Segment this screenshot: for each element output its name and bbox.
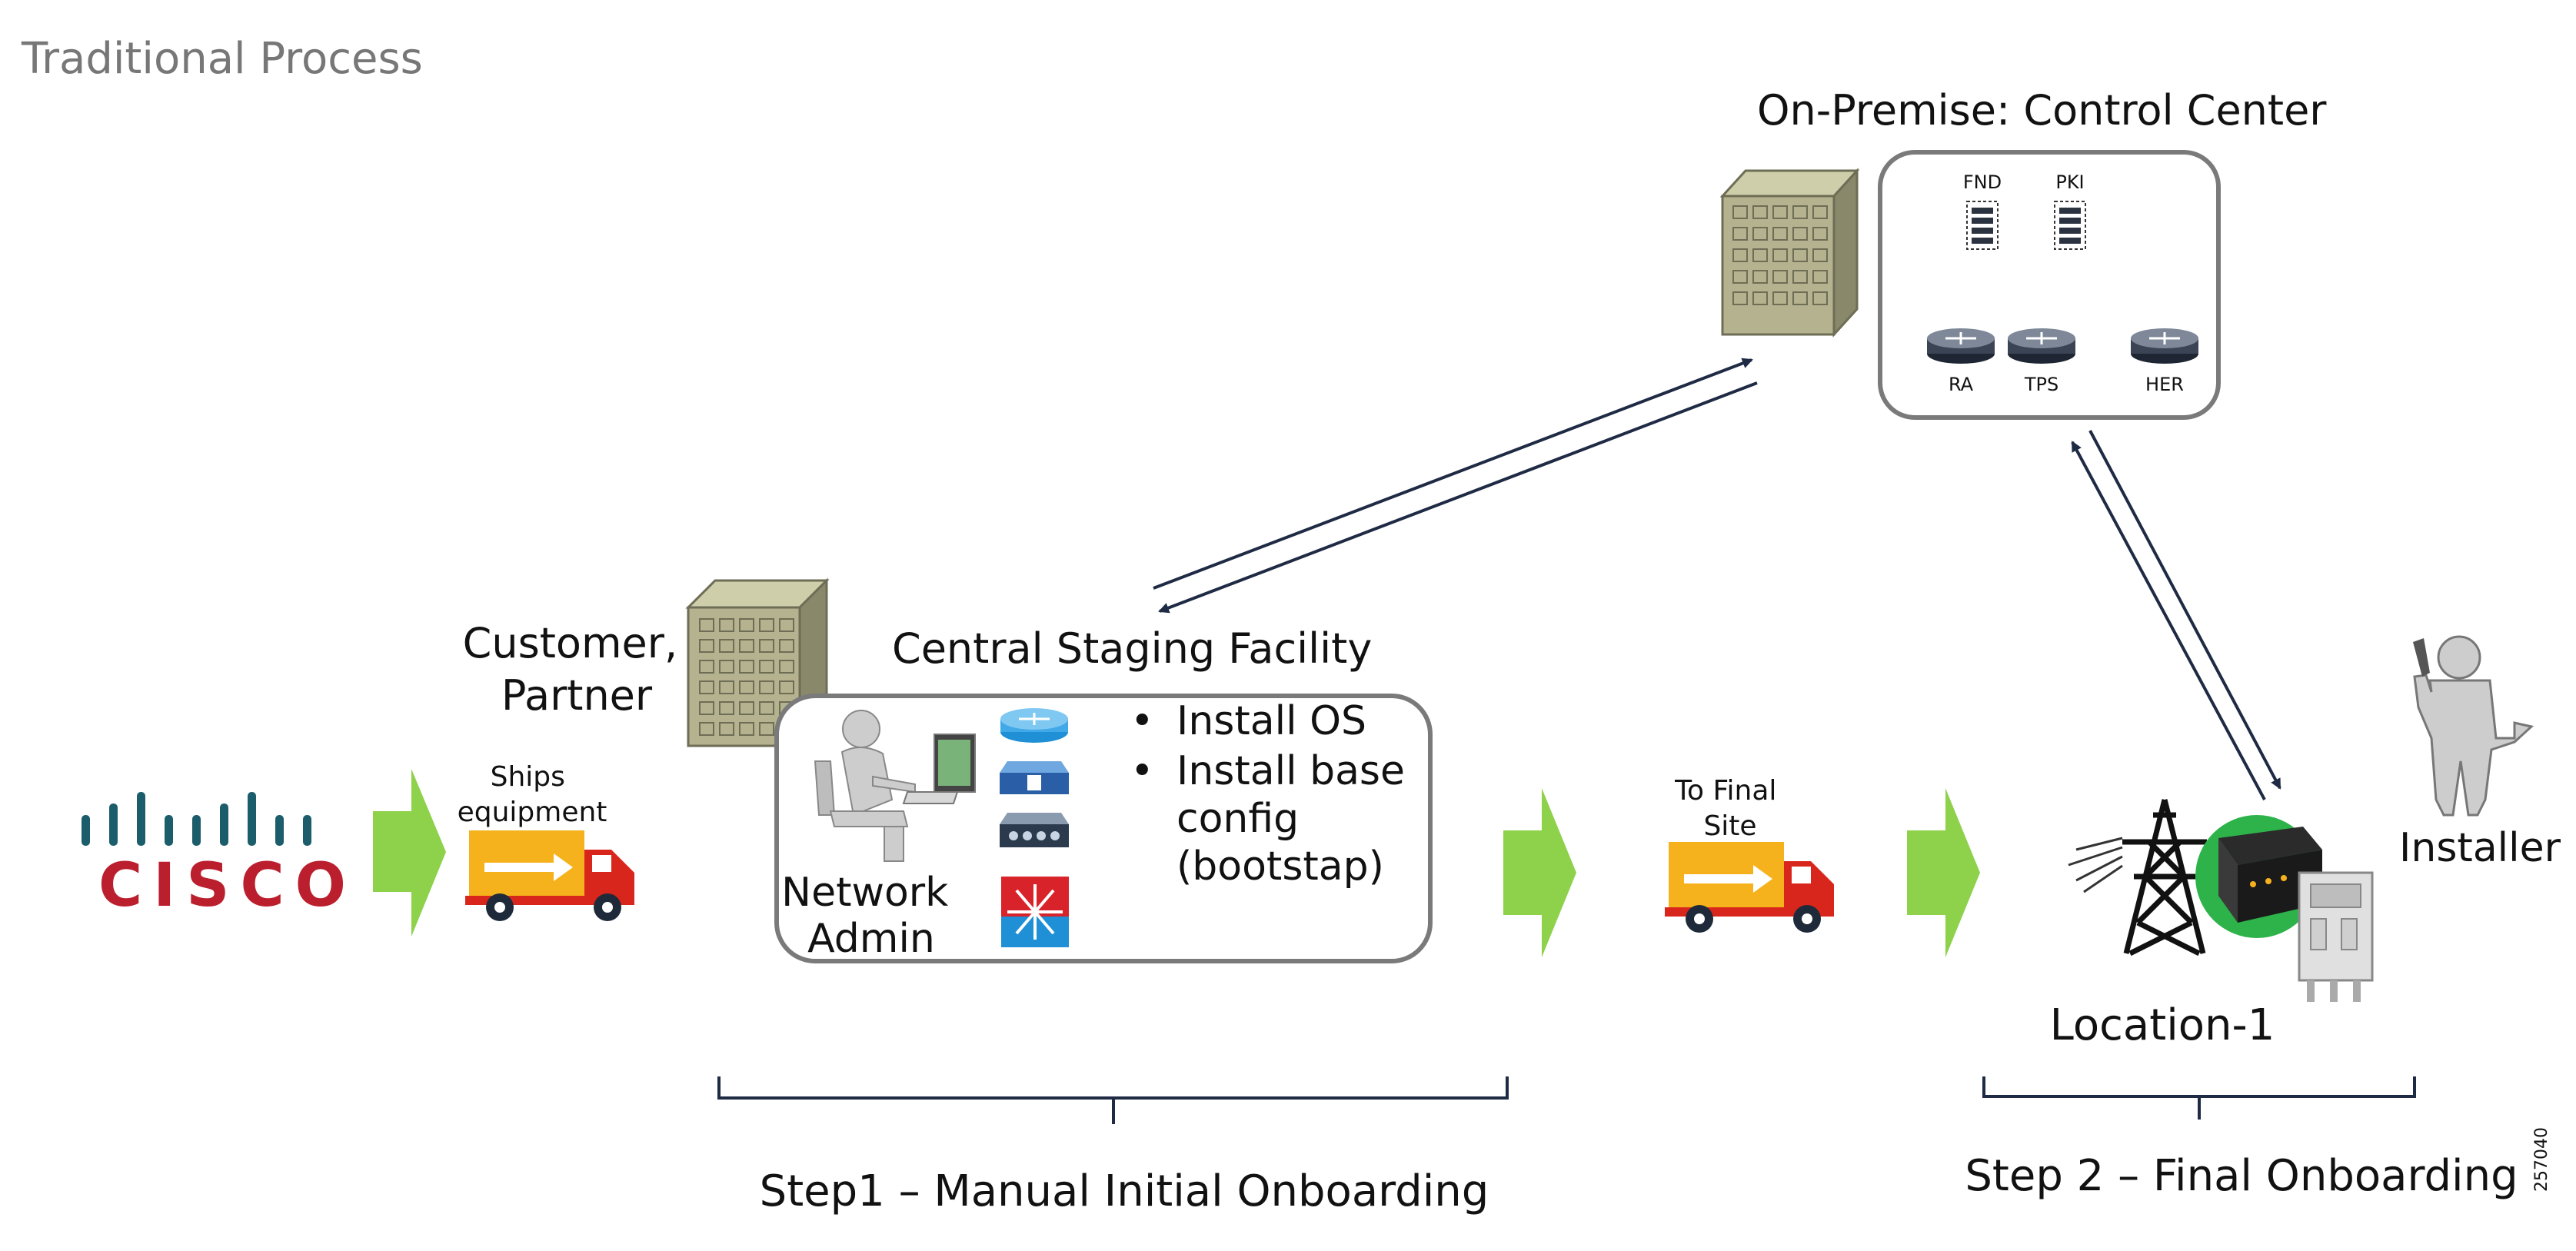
meter-device-icon [2298, 871, 2374, 1002]
ra-router-icon [1927, 328, 1995, 364]
ra-label: RA [1949, 374, 1974, 395]
to-final-site-label: To Final Site [1674, 775, 1786, 842]
her-label: HER [2145, 374, 2184, 395]
task-bullet-1: • [1130, 698, 1154, 744]
security-appliance-icon [1000, 813, 1069, 847]
connector-from-location [2071, 441, 2266, 800]
final-site-line-2: Site [1703, 810, 1756, 842]
tps-router-icon [2008, 328, 2075, 364]
firewall-device-icon [1000, 761, 1069, 794]
staging-facility-title: Central Staging Facility [892, 624, 1372, 673]
tps-label: TPS [2024, 374, 2058, 395]
truck-icon [465, 830, 634, 921]
control-center-title: On-Premise: Control Center [1757, 86, 2327, 135]
installer-person-icon [2413, 635, 2534, 817]
step2-brace [1982, 1076, 2416, 1120]
signal-lines-icon [2068, 837, 2123, 893]
staging-tasks-list: • Install OS • Install base config (boot… [1130, 698, 1418, 890]
her-router-icon [2131, 328, 2198, 364]
task-install-base: Install base [1177, 748, 1405, 794]
flow-arrow-3 [1907, 788, 1980, 957]
customer-label-line-1: Customer, [463, 619, 677, 667]
network-admin-icon [814, 710, 976, 862]
cisco-wordmark: CISCO [98, 851, 357, 920]
fnd-label: FND [1963, 171, 2002, 193]
connector-to-control-center [1153, 358, 1753, 590]
ships-equipment-label: Ships equipment [458, 761, 607, 828]
ships-label-line-1: Ships [491, 761, 565, 793]
pki-label: PKI [2055, 171, 2084, 193]
switch-device-icon [1001, 877, 1069, 947]
task-bootstap: (bootstap) [1177, 843, 1384, 890]
router-device-icon [1000, 708, 1068, 743]
connector-from-control-center [1158, 381, 1758, 614]
task-config: config [1177, 796, 1299, 842]
admin-label-line-2: Admin [807, 916, 935, 962]
step1-label: Step1 – Manual Initial Onboarding [760, 1166, 1489, 1216]
cisco-logo: CISCO [82, 792, 357, 920]
step2-label: Step 2 – Final Onboarding [1965, 1151, 2518, 1201]
cisco-bars-icon [82, 792, 311, 846]
final-site-line-1: To Final [1674, 775, 1776, 807]
ships-label-line-2: equipment [458, 797, 607, 828]
figure-id: 257040 [2532, 1127, 2551, 1192]
admin-label-line-1: Network [781, 870, 948, 916]
fnd-server-icon [1966, 201, 1999, 250]
task-bullet-2: • [1130, 748, 1154, 794]
flow-arrow-2 [1503, 788, 1576, 957]
transmission-tower-icon [2122, 799, 2207, 957]
flow-arrow-1 [373, 769, 446, 937]
truck-icon [1665, 842, 1834, 933]
page-title: Traditional Process [21, 34, 423, 84]
pki-server-icon [2054, 201, 2086, 250]
customer-partner-label: Customer, Partner [463, 619, 691, 720]
installer-label: Installer [2399, 825, 2561, 871]
task-install-os: Install OS [1177, 698, 1366, 744]
connector-to-location [2088, 430, 2281, 790]
step1-brace [717, 1076, 1509, 1124]
network-admin-label: Network Admin [781, 870, 961, 962]
location-label: Location-1 [2050, 1000, 2275, 1050]
control-center-building-icon [1719, 168, 1860, 338]
customer-label-line-2: Partner [501, 671, 653, 720]
